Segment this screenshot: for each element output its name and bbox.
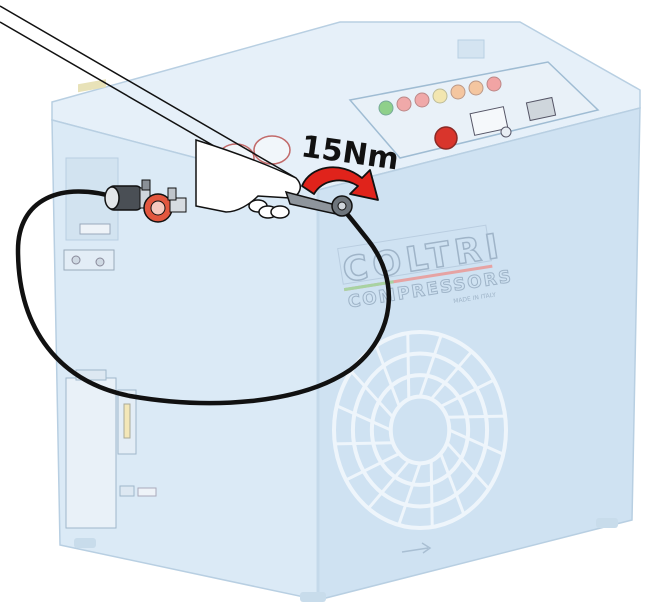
cabinet-foot xyxy=(74,538,96,548)
indicator-light-orange xyxy=(469,81,483,95)
warning-sticker xyxy=(80,224,110,234)
drain-label xyxy=(138,488,156,496)
top-bracket xyxy=(458,40,484,58)
pressure-gauge xyxy=(254,136,290,164)
emergency-stop-button xyxy=(435,127,457,149)
cabinet-foot xyxy=(596,518,618,528)
fan-spoke xyxy=(447,416,505,417)
indicator-light-red xyxy=(415,93,429,107)
filter-housing xyxy=(66,378,116,528)
indicator-light-red xyxy=(487,77,501,91)
indicator-light-red xyxy=(397,97,411,111)
fan-spoke xyxy=(408,333,409,399)
cabinet-foot xyxy=(300,592,326,602)
indicator-light-yellow xyxy=(433,89,447,103)
fan-spoke xyxy=(335,443,393,444)
key-switch xyxy=(501,127,511,137)
drain-fitting xyxy=(120,486,134,496)
indicator-light-orange xyxy=(451,85,465,99)
fan-spoke xyxy=(431,461,432,527)
indicator-light-green xyxy=(379,101,393,115)
